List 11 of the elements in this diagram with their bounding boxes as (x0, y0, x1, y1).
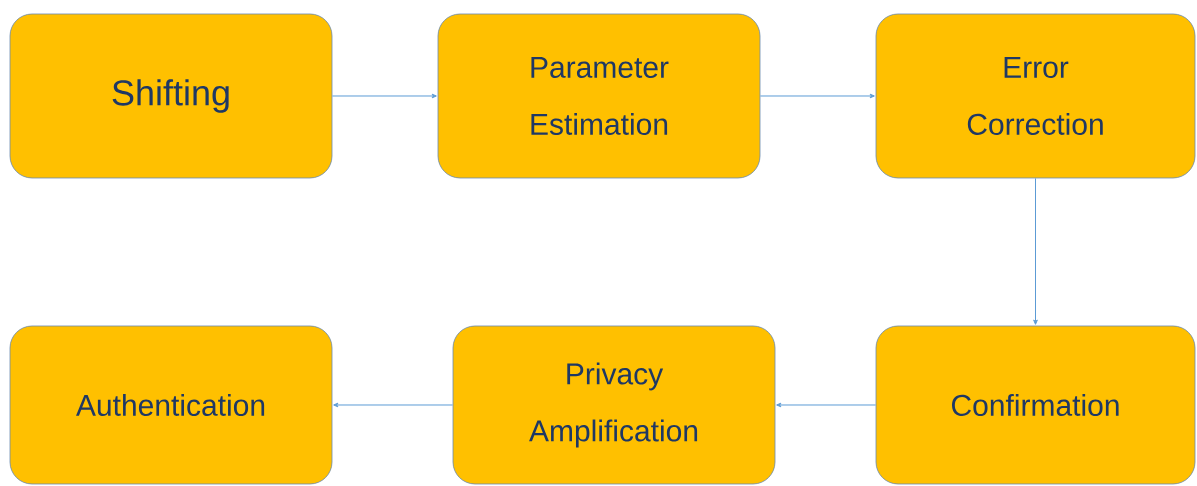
process-box: Authentication (9, 325, 333, 485)
arrow (759, 93, 875, 99)
arrow (1033, 177, 1038, 325)
process-box: Shifting (9, 13, 333, 179)
process-box: Privacy Amplification (452, 325, 776, 485)
arrow (331, 93, 437, 99)
arrow (333, 402, 454, 408)
arrow (776, 402, 877, 408)
process-box: Parameter Estimation (437, 13, 761, 179)
process-box: Error Correction (875, 13, 1196, 179)
process-box: Confirmation (875, 325, 1196, 485)
